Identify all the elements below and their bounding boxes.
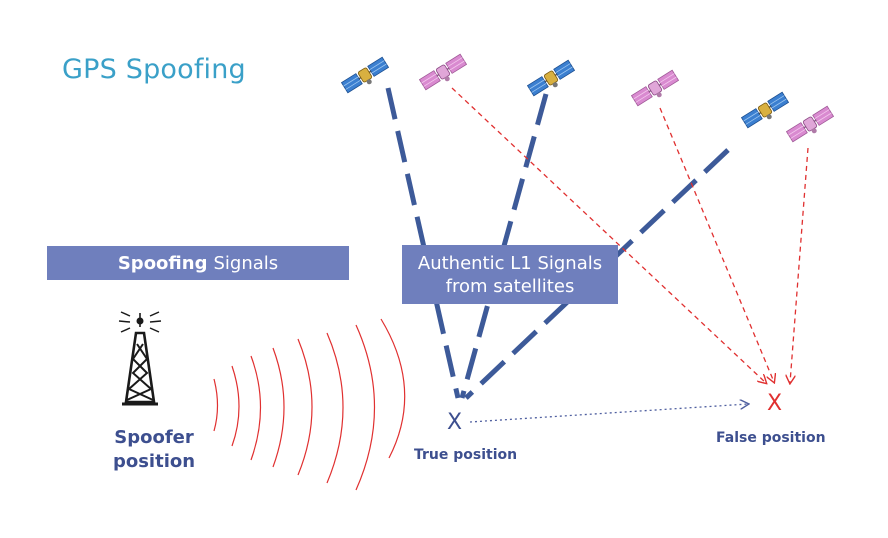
- spoof-radio-waves: [213, 318, 406, 491]
- spoof-satellite-icon: [630, 69, 682, 111]
- authentic-signal-1: [385, 87, 461, 399]
- spoof-signal-lines: [451, 87, 809, 383]
- spoofer-position-label: Spoofer position: [104, 426, 204, 474]
- true-position-label: True position: [414, 447, 518, 463]
- page-title: GPS Spoofing: [62, 54, 246, 85]
- spoof-satellite-icon: [785, 105, 837, 147]
- authentic-satellite-icon: [740, 91, 792, 133]
- authentic-signal-lines: [385, 87, 730, 400]
- authentic-signals-line1: Authentic L1 Signals: [417, 252, 603, 274]
- authentic-satellite-icon: [526, 59, 578, 101]
- true-position-marker: X: [447, 410, 463, 435]
- authentic-signals-line2: from satellites: [445, 275, 575, 297]
- spoof-signal-1: [451, 87, 766, 383]
- radio-tower-icon: [118, 311, 162, 406]
- authentic-signals-banner: Authentic L1 Signals from satellites: [402, 245, 618, 304]
- spoofing-signals-banner-text: Signals: [213, 252, 279, 274]
- spoofer-label-line2: position: [112, 451, 196, 472]
- false-position-marker: X: [767, 391, 783, 416]
- spoofer-label-line1: Spoofer: [114, 427, 194, 448]
- false-position-label: False position: [716, 430, 826, 446]
- authentic-satellite-icon: [340, 56, 392, 98]
- spoofing-signals-banner-bold: Spoofing: [117, 252, 208, 274]
- spoof-satellite-icon: [418, 53, 470, 95]
- spoof-signal-3: [790, 147, 809, 383]
- spoof-signal-2: [659, 107, 774, 382]
- spoofing-signals-banner: Spoofing Signals: [47, 246, 349, 280]
- position-shift-arrow: [469, 404, 748, 423]
